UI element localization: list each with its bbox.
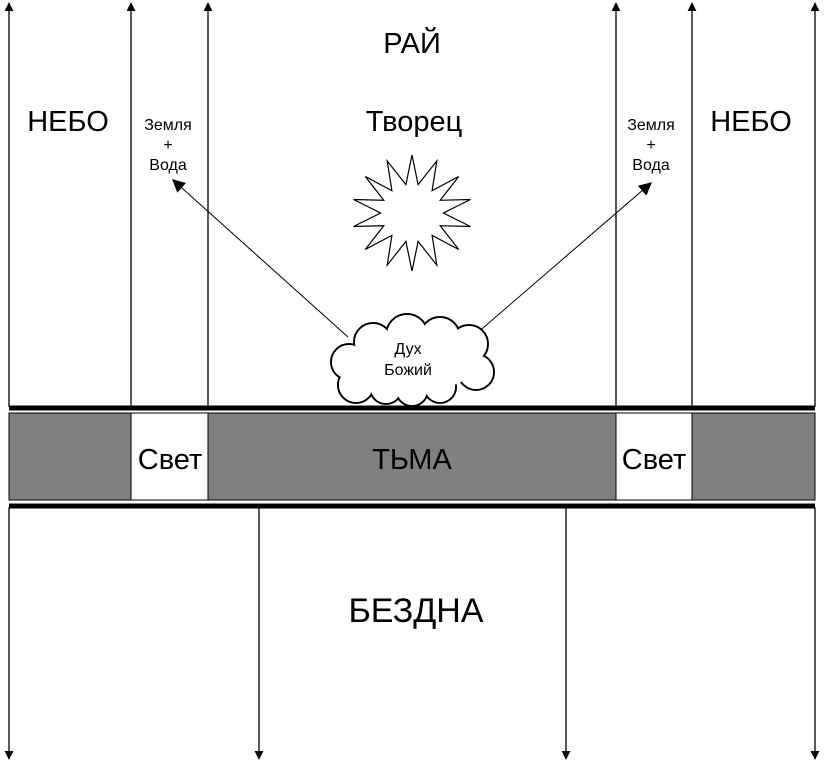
light-label-left: Свет bbox=[138, 444, 202, 476]
paradise-label: РАЙ bbox=[383, 26, 441, 60]
earth-water-left-line2: + bbox=[163, 137, 172, 154]
heaven-label-left: НЕБО bbox=[27, 106, 109, 138]
earth-water-left-line3: Вода bbox=[149, 157, 187, 174]
spirit-arrow-left bbox=[172, 179, 349, 338]
earth-water-right-line2: + bbox=[646, 137, 655, 154]
spirit-label-line1: Дух bbox=[394, 341, 421, 358]
abyss-arrows bbox=[4, 507, 820, 760]
earth-water-left-line1: Земля bbox=[144, 117, 192, 134]
creator-label: Творец bbox=[366, 106, 463, 138]
spirit-label-line2: Божий bbox=[384, 362, 432, 379]
darkness-label: ТЬМА bbox=[372, 444, 452, 476]
cloud-icon bbox=[330, 313, 495, 407]
star-burst-icon bbox=[353, 154, 471, 272]
light-box-left bbox=[130, 412, 209, 501]
spirit-arrow-right bbox=[475, 182, 652, 335]
earth-water-right-line1: Земля bbox=[627, 117, 675, 134]
heaven-arrows bbox=[4, 2, 820, 407]
light-label-right: Свет bbox=[622, 444, 686, 476]
heaven-label-right: НЕБО bbox=[710, 106, 792, 138]
earth-water-right-line3: Вода bbox=[632, 157, 670, 174]
abyss-label: БЕЗДНА bbox=[348, 592, 483, 630]
light-box-right bbox=[615, 412, 693, 501]
spirit-arrows bbox=[172, 179, 652, 338]
